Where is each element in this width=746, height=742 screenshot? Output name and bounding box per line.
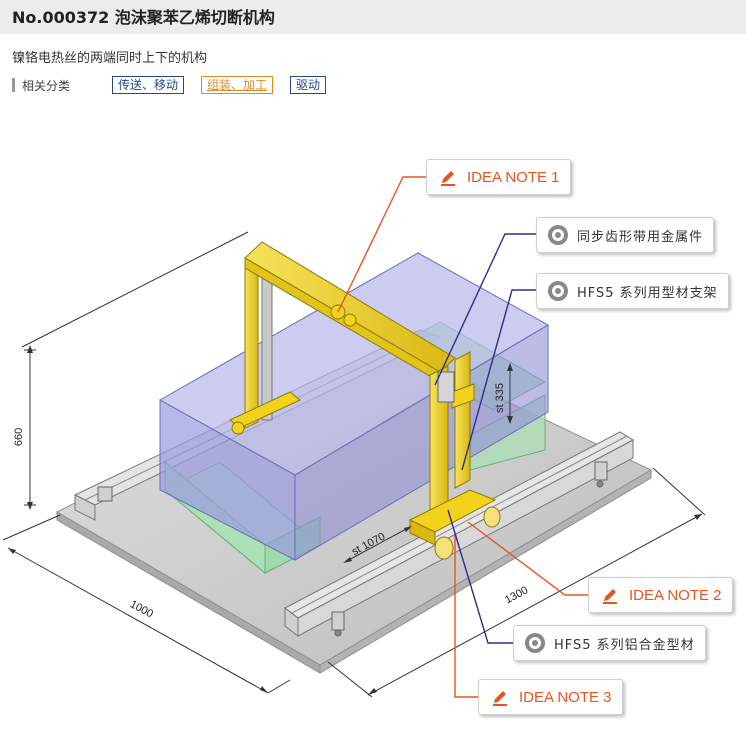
pencil-icon	[599, 584, 621, 606]
right-rail	[284, 431, 635, 638]
dim-height-label: 660	[13, 428, 25, 446]
leader-lines-parts	[434, 233, 536, 644]
gear-icon	[547, 280, 569, 302]
idea-note-2-button[interactable]: IDEA NOTE 2	[588, 577, 733, 613]
rail-brackets	[97, 461, 608, 637]
gear-icon	[524, 632, 546, 654]
category-marker	[12, 78, 15, 92]
part-profile-stand-label: HFS5 系列用型材支架	[577, 285, 718, 301]
page-title: No.000372 泡沫聚苯乙烯切断机构	[12, 8, 275, 27]
pencil-icon	[489, 686, 511, 708]
idea-note-1-label: IDEA NOTE 1	[467, 168, 560, 186]
dimension-lines	[2, 231, 706, 698]
dim-stroke-vertical-label: st 335	[494, 383, 506, 413]
idea-note-3-button[interactable]: IDEA NOTE 3	[478, 679, 623, 715]
gear-icon	[547, 224, 569, 246]
page-header: No.000372 泡沫聚苯乙烯切断机构	[0, 0, 746, 34]
category-row: 相关分类 传送、移动 组装、加工 驱动	[12, 76, 712, 96]
mechanism-diagram: 660 st 335 st 1070 1000 1300 IDEA NOTE 1…	[0, 100, 746, 742]
part-aluminum-profile-label: HFS5 系列铝合金型材	[554, 637, 695, 653]
tag-transport-move[interactable]: 传送、移动	[112, 76, 185, 94]
category-label: 相关分类	[22, 79, 71, 93]
isometric-drawing: 660 st 335 st 1070 1000 1300	[2, 176, 706, 698]
idea-note-3-label: IDEA NOTE 3	[519, 688, 612, 706]
part-aluminum-profile-button[interactable]: HFS5 系列铝合金型材	[513, 625, 706, 661]
dimension-arrows	[8, 345, 702, 695]
part-profile-stand-button[interactable]: HFS5 系列用型材支架	[536, 273, 729, 309]
part-timing-belt-fitting-label: 同步齿形带用金属件	[577, 229, 704, 245]
idea-note-1-button[interactable]: IDEA NOTE 1	[426, 159, 571, 195]
tag-drive[interactable]: 驱动	[290, 76, 327, 94]
gantry-frame	[229, 241, 501, 560]
dim-width-label: 1300	[503, 584, 530, 606]
part-timing-belt-fitting-button[interactable]: 同步齿形带用金属件	[536, 217, 715, 253]
tag-assembly-processing[interactable]: 组装、加工	[201, 76, 274, 94]
pencil-icon	[437, 166, 459, 188]
mechanism-description: 镍铬电热丝的两端同时上下的机构	[12, 51, 208, 66]
leader-lines-notes	[337, 176, 588, 698]
idea-note-2-label: IDEA NOTE 2	[629, 586, 722, 604]
